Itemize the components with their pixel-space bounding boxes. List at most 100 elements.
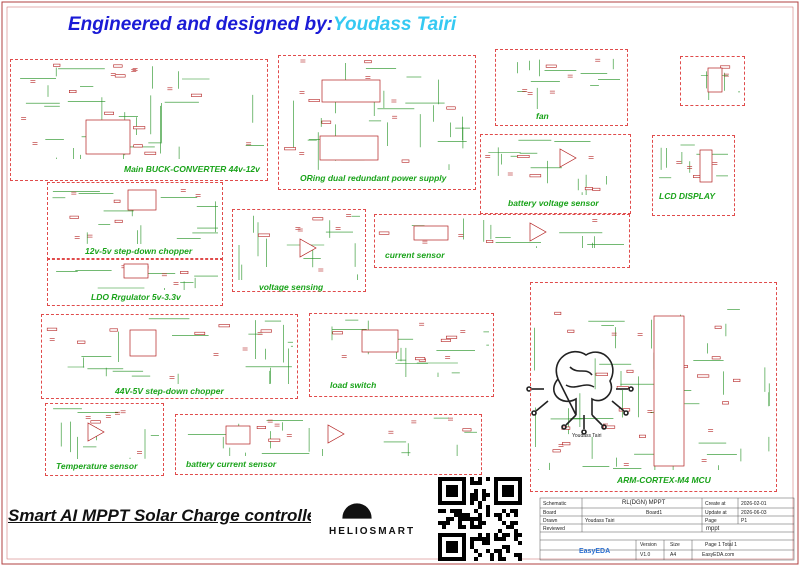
qr-module — [470, 481, 474, 485]
ic-body — [127, 189, 157, 211]
qr-module — [502, 537, 506, 541]
resistor — [462, 428, 472, 432]
resistor — [378, 231, 390, 235]
title-block — [539, 497, 795, 561]
qr-code — [438, 477, 522, 561]
block-fan — [495, 49, 628, 126]
qr-module — [494, 549, 498, 553]
tb-schematic-label: Schematic — [543, 501, 567, 507]
resistor — [284, 147, 296, 151]
ai-brain-logo — [526, 350, 634, 435]
tb-version-value: V1.0 — [640, 552, 651, 558]
qr-module — [506, 513, 510, 517]
qr-module — [454, 513, 458, 517]
tb-page-value: P1 — [741, 518, 748, 524]
qr-module — [470, 525, 474, 529]
resistor — [46, 327, 58, 331]
resistor — [446, 106, 456, 110]
block-oring — [278, 55, 476, 190]
qr-module — [486, 549, 490, 553]
block-44v-chopper — [41, 314, 298, 399]
label-buck-converter: Main BUCK-CONVERTER 44v-12v — [124, 164, 260, 174]
qr-module — [494, 513, 498, 517]
ic-body — [225, 425, 251, 445]
resistor — [321, 120, 332, 124]
qr-module — [514, 553, 518, 557]
tb-drawn-label: Drawn — [543, 518, 558, 524]
qr-module — [470, 477, 474, 481]
qr-module — [478, 505, 482, 509]
resistor — [440, 338, 451, 342]
block-mcu — [530, 282, 777, 492]
qr-module — [514, 521, 518, 525]
resistor — [561, 442, 571, 446]
tb-sheet-name: mppt — [706, 526, 720, 532]
block-voltage-sensing — [232, 209, 366, 292]
ic-body — [699, 149, 713, 183]
resistor — [109, 328, 118, 332]
qr-module — [518, 557, 522, 561]
opamp-symbol — [327, 424, 345, 444]
tb-board-label: Board — [543, 510, 557, 516]
resistor — [133, 144, 143, 148]
resistor — [194, 331, 206, 335]
qr-module — [474, 497, 478, 501]
resistor — [308, 99, 320, 103]
label-mcu: ARM-CORTEX-M4 MCU — [617, 475, 711, 485]
qr-module — [474, 517, 478, 521]
resistor — [53, 63, 61, 67]
block-buck-converter — [10, 59, 268, 181]
qr-module — [506, 533, 510, 537]
qr-module — [486, 505, 490, 509]
qr-module — [518, 553, 522, 557]
qr-module — [458, 509, 462, 513]
resistor — [722, 401, 729, 405]
qr-module — [490, 557, 494, 561]
qr-module — [442, 521, 446, 525]
resistor — [714, 325, 722, 329]
label-battery-voltage: battery voltage sensor — [508, 198, 599, 208]
label-oring: ORing dual redundant power supply — [300, 173, 447, 183]
resistor — [69, 90, 77, 94]
ic-body — [319, 135, 379, 161]
qr-module — [502, 545, 506, 549]
qr-module — [454, 509, 458, 513]
resistor — [180, 270, 189, 274]
block-battery-current — [175, 414, 482, 475]
qr-module — [502, 509, 506, 513]
qr-module — [462, 513, 466, 517]
block-lcd — [652, 135, 735, 216]
qr-module — [478, 521, 482, 525]
resistor — [696, 374, 710, 378]
resistor — [191, 93, 202, 97]
qr-module — [458, 513, 462, 517]
resistor — [401, 159, 410, 163]
resistor — [257, 233, 270, 237]
qr-module — [458, 521, 462, 525]
tb-version-label: Version — [640, 542, 657, 548]
resistor — [592, 187, 601, 191]
resistor — [218, 324, 230, 328]
tb-size-value: A4 — [670, 552, 677, 558]
qr-module — [458, 525, 462, 529]
tb-size-label: Size — [670, 542, 680, 548]
resistor — [268, 438, 281, 442]
qr-module — [498, 517, 502, 521]
opamp-symbol — [299, 238, 317, 258]
block-load-switch — [309, 313, 494, 397]
qr-module — [446, 521, 450, 525]
label-load-switch: load switch — [330, 380, 377, 390]
tb-reviewed-label: Reviewed — [543, 526, 565, 532]
qr-module — [494, 533, 498, 537]
qr-module — [478, 501, 482, 505]
qr-module — [518, 533, 522, 537]
resistor — [260, 329, 272, 333]
opamp-symbol — [529, 222, 547, 242]
qr-module — [510, 521, 514, 525]
qr-module — [470, 521, 474, 525]
qr-module — [502, 521, 506, 525]
qr-module — [462, 525, 466, 529]
qr-module — [474, 509, 478, 513]
resistor — [552, 449, 561, 453]
